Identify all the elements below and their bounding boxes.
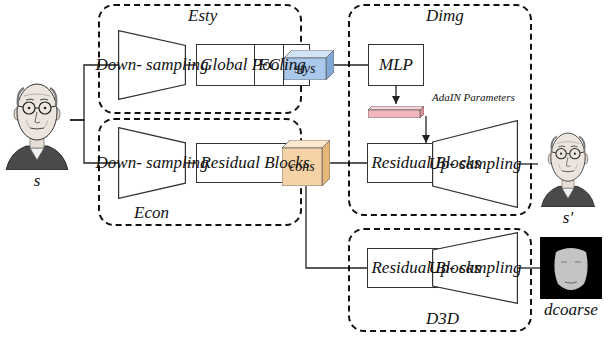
node-label: Down- sampling [96,154,209,173]
decoder-group: D3DResidual BlocksUp- sampling [348,228,532,332]
downsampling-block: Down- sampling [118,127,186,199]
node-label: Up- sampling [428,155,521,174]
group-label: Esty [188,7,217,26]
node-label: Down- sampling [96,56,209,75]
block-shape [368,106,424,118]
downsampling-block: Down- sampling [118,30,186,100]
depth-image: dcoarse [540,237,602,299]
upsampling-block: Up- sampling [432,120,518,208]
connector [334,64,368,65]
node-label: FC [258,56,280,75]
connector [425,116,426,143]
image-label: s' [528,209,608,228]
group-label: Dimg [426,7,464,26]
encoder-group: EconDown- samplingResidual Blocks [98,118,302,226]
input-face [6,84,68,170]
node-label: AdaIN Parameters [432,91,512,104]
output-face [541,133,594,207]
process-box: MLP [368,44,424,86]
node-label: Global Pooling [200,56,305,75]
depth-map [540,237,602,299]
image-label: s [0,172,80,191]
upsampling-block: Up- sampling [432,232,518,304]
output-image: s' [538,121,598,207]
connector [306,186,367,268]
node-label: Up- sampling [428,259,521,278]
input-image: s [4,70,70,170]
group-label: D3D [426,310,459,329]
encoder-group: EstyDown- samplingGlobal PoolingFC [98,4,302,114]
decoder-group: DimgMLPAdaIN ParametersResidual BlocksUp… [348,4,532,216]
node-label: stys [295,53,324,77]
adain-parameters: AdaIN Parameters [368,104,424,116]
process-box: FC [254,44,284,86]
image-label: dcoarse [530,301,612,320]
group-label: Econ [134,204,169,223]
node-label: cons [289,151,323,175]
node-label: MLP [379,56,413,75]
content-code: cons [282,140,330,186]
connector [395,86,396,104]
